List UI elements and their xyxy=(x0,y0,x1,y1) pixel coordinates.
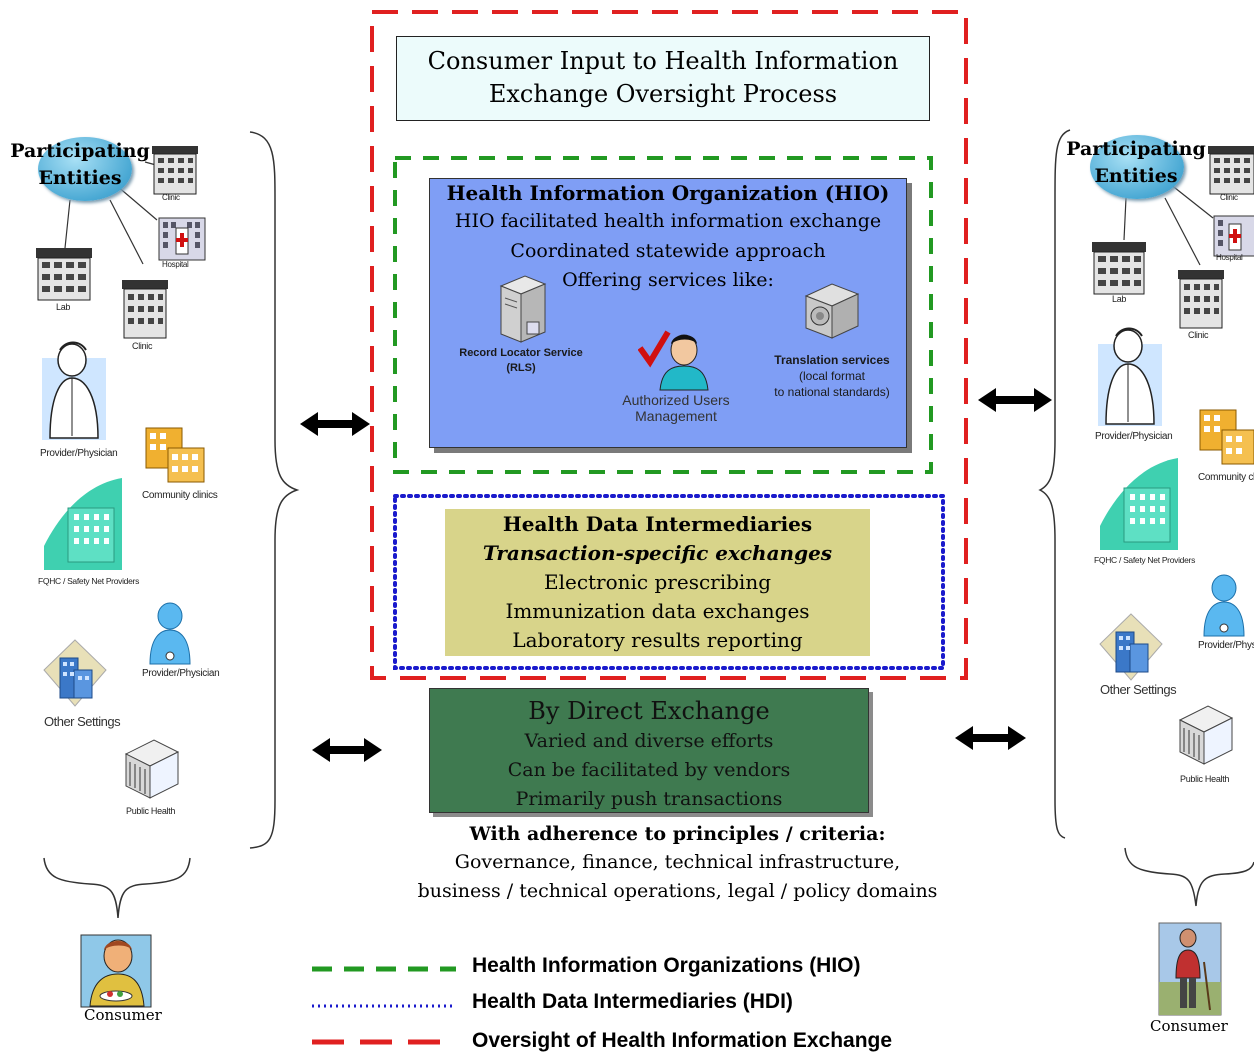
clinic-building-icon-right xyxy=(1208,146,1254,195)
provider-1-label: Provider/Physician xyxy=(40,448,118,459)
clinic-building-icon xyxy=(152,146,198,195)
participating-entities-label-left: Participating Entities xyxy=(10,140,150,189)
hdi-subheading: Transaction-specific exchanges xyxy=(482,541,833,565)
right-brace xyxy=(1038,129,1071,839)
community-clinic-icon-right xyxy=(1199,409,1254,465)
lab-label-right: Lab xyxy=(1112,294,1127,304)
other-settings-icon-right xyxy=(1099,613,1163,681)
fqhc-building-icon-right xyxy=(1100,458,1178,550)
hio-line-1: HIO facilitated health information excha… xyxy=(454,210,882,232)
hdi-box: Health Data Intermediaries Transaction-s… xyxy=(445,509,870,656)
legend-oversight-label: Oversight of Health Information Exchange xyxy=(472,1029,893,1052)
consumer-label-right: Consumer xyxy=(1150,1017,1228,1035)
public-health-icon-right xyxy=(1178,705,1234,765)
lab-building-icon-right xyxy=(1092,242,1146,295)
clinic-top-label: Clinic xyxy=(162,193,180,202)
consumer-icon-left xyxy=(80,934,152,1008)
hio-heading: Health Information Organization (HIO) xyxy=(446,181,890,205)
consumer-icon-right xyxy=(1158,922,1222,1016)
participating-entities-ellipse-right xyxy=(1090,135,1184,199)
hio-line-2: Coordinated statewide approach xyxy=(510,240,826,262)
hio-frame xyxy=(393,156,933,474)
hio-line-3: Offering services like: xyxy=(562,269,774,291)
clinic-building-icon-right-2 xyxy=(1178,270,1224,329)
hospital-label-right: Hospital xyxy=(1216,253,1243,262)
clinic-top-label-right: Clinic xyxy=(1220,193,1238,202)
arrow-left-direct xyxy=(312,738,382,762)
hdi-line-1: Electronic prescribing xyxy=(543,570,771,594)
clinic-building-icon-2 xyxy=(122,280,168,339)
rls-label: Record Locator Service (RLS) xyxy=(459,347,583,374)
fqhc-label-right: FQHC / Safety Net Providers xyxy=(1094,555,1196,565)
direct-line-3: Primarily push transactions xyxy=(515,788,783,810)
community-clinic-icon xyxy=(145,427,205,483)
principles-text: With adherence to principles / criteria:… xyxy=(405,820,950,906)
other-settings-icon xyxy=(43,639,107,707)
left-consumer-brace xyxy=(43,857,191,919)
principles-heading: With adherence to principles / criteria: xyxy=(469,823,886,845)
physician-icon xyxy=(42,341,106,440)
public-health-label-right: Public Health xyxy=(1180,774,1230,784)
other-settings-label: Other Settings xyxy=(44,714,121,729)
community-clinics-label: Community clinics xyxy=(142,490,218,501)
server-icon xyxy=(499,275,547,343)
hdi-frame xyxy=(393,494,945,670)
public-health-icon xyxy=(124,739,180,799)
right-consumer-brace xyxy=(1124,847,1254,907)
title-line-1: Consumer Input to Health Information xyxy=(427,47,899,75)
clinic-2-label: Clinic xyxy=(132,341,153,351)
lab-label: Lab xyxy=(56,302,71,312)
consumer-label-left: Consumer xyxy=(84,1006,162,1024)
hdi-heading: Health Data Intermediaries xyxy=(502,512,813,536)
hdi-line-2: Immunization data exchanges xyxy=(505,599,810,623)
provider-1-label-right: Provider/Physician xyxy=(1095,431,1173,442)
title-line-2: Exchange Oversight Process xyxy=(488,80,838,108)
authorized-users-label: Authorized Users Management xyxy=(622,392,730,424)
arrow-right-direct xyxy=(955,726,1026,750)
left-brace xyxy=(249,131,300,849)
title-box: Consumer Input to Health Information Exc… xyxy=(396,36,930,121)
arrow-left-hio xyxy=(300,412,370,436)
direct-heading: By Direct Exchange xyxy=(528,697,770,725)
fqhc-label: FQHC / Safety Net Providers xyxy=(38,576,140,586)
translation-chip-icon xyxy=(804,283,860,339)
clinic-2-label-right: Clinic xyxy=(1188,330,1209,340)
hospital-label: Hospital xyxy=(162,260,189,269)
arrow-right-hio xyxy=(978,388,1052,412)
direct-exchange-box: By Direct Exchange Varied and diverse ef… xyxy=(429,688,869,813)
principles-line-2: business / technical operations, legal /… xyxy=(417,880,938,902)
physician-2-icon xyxy=(149,602,191,665)
hospital-icon-right xyxy=(1213,215,1254,257)
direct-line-1: Varied and diverse efforts xyxy=(524,730,774,752)
public-health-label: Public Health xyxy=(126,806,176,816)
provider-2-label: Provider/Physician xyxy=(142,668,220,679)
community-clinics-label-right: Community clinic xyxy=(1198,472,1254,483)
legend-hio-label: Health Information Organizations (HIO) xyxy=(472,954,861,977)
direct-line-2: Can be facilitated by vendors xyxy=(507,759,791,781)
provider-2-label-right: Provider/Physicia xyxy=(1198,640,1254,651)
fqhc-building-icon xyxy=(44,478,122,570)
other-settings-label-right: Other Settings xyxy=(1100,682,1177,697)
lab-building-icon xyxy=(36,248,92,301)
participating-entities-label-right: Participating Entities xyxy=(1066,138,1206,187)
principles-line-1: Governance, finance, technical infrastru… xyxy=(454,851,901,873)
legend-hdi-label: Health Data Intermediaries (HDI) xyxy=(472,990,793,1013)
translation-label: Translation services (local format to na… xyxy=(774,353,890,399)
oversight-frame xyxy=(370,10,968,680)
hdi-line-3: Laboratory results reporting xyxy=(512,628,803,652)
physician-2-icon-right xyxy=(1203,574,1245,637)
participating-entities-ellipse-left xyxy=(38,137,132,201)
physician-icon-right xyxy=(1098,327,1162,426)
hospital-icon xyxy=(158,217,206,261)
authorized-user-icon xyxy=(638,330,709,391)
